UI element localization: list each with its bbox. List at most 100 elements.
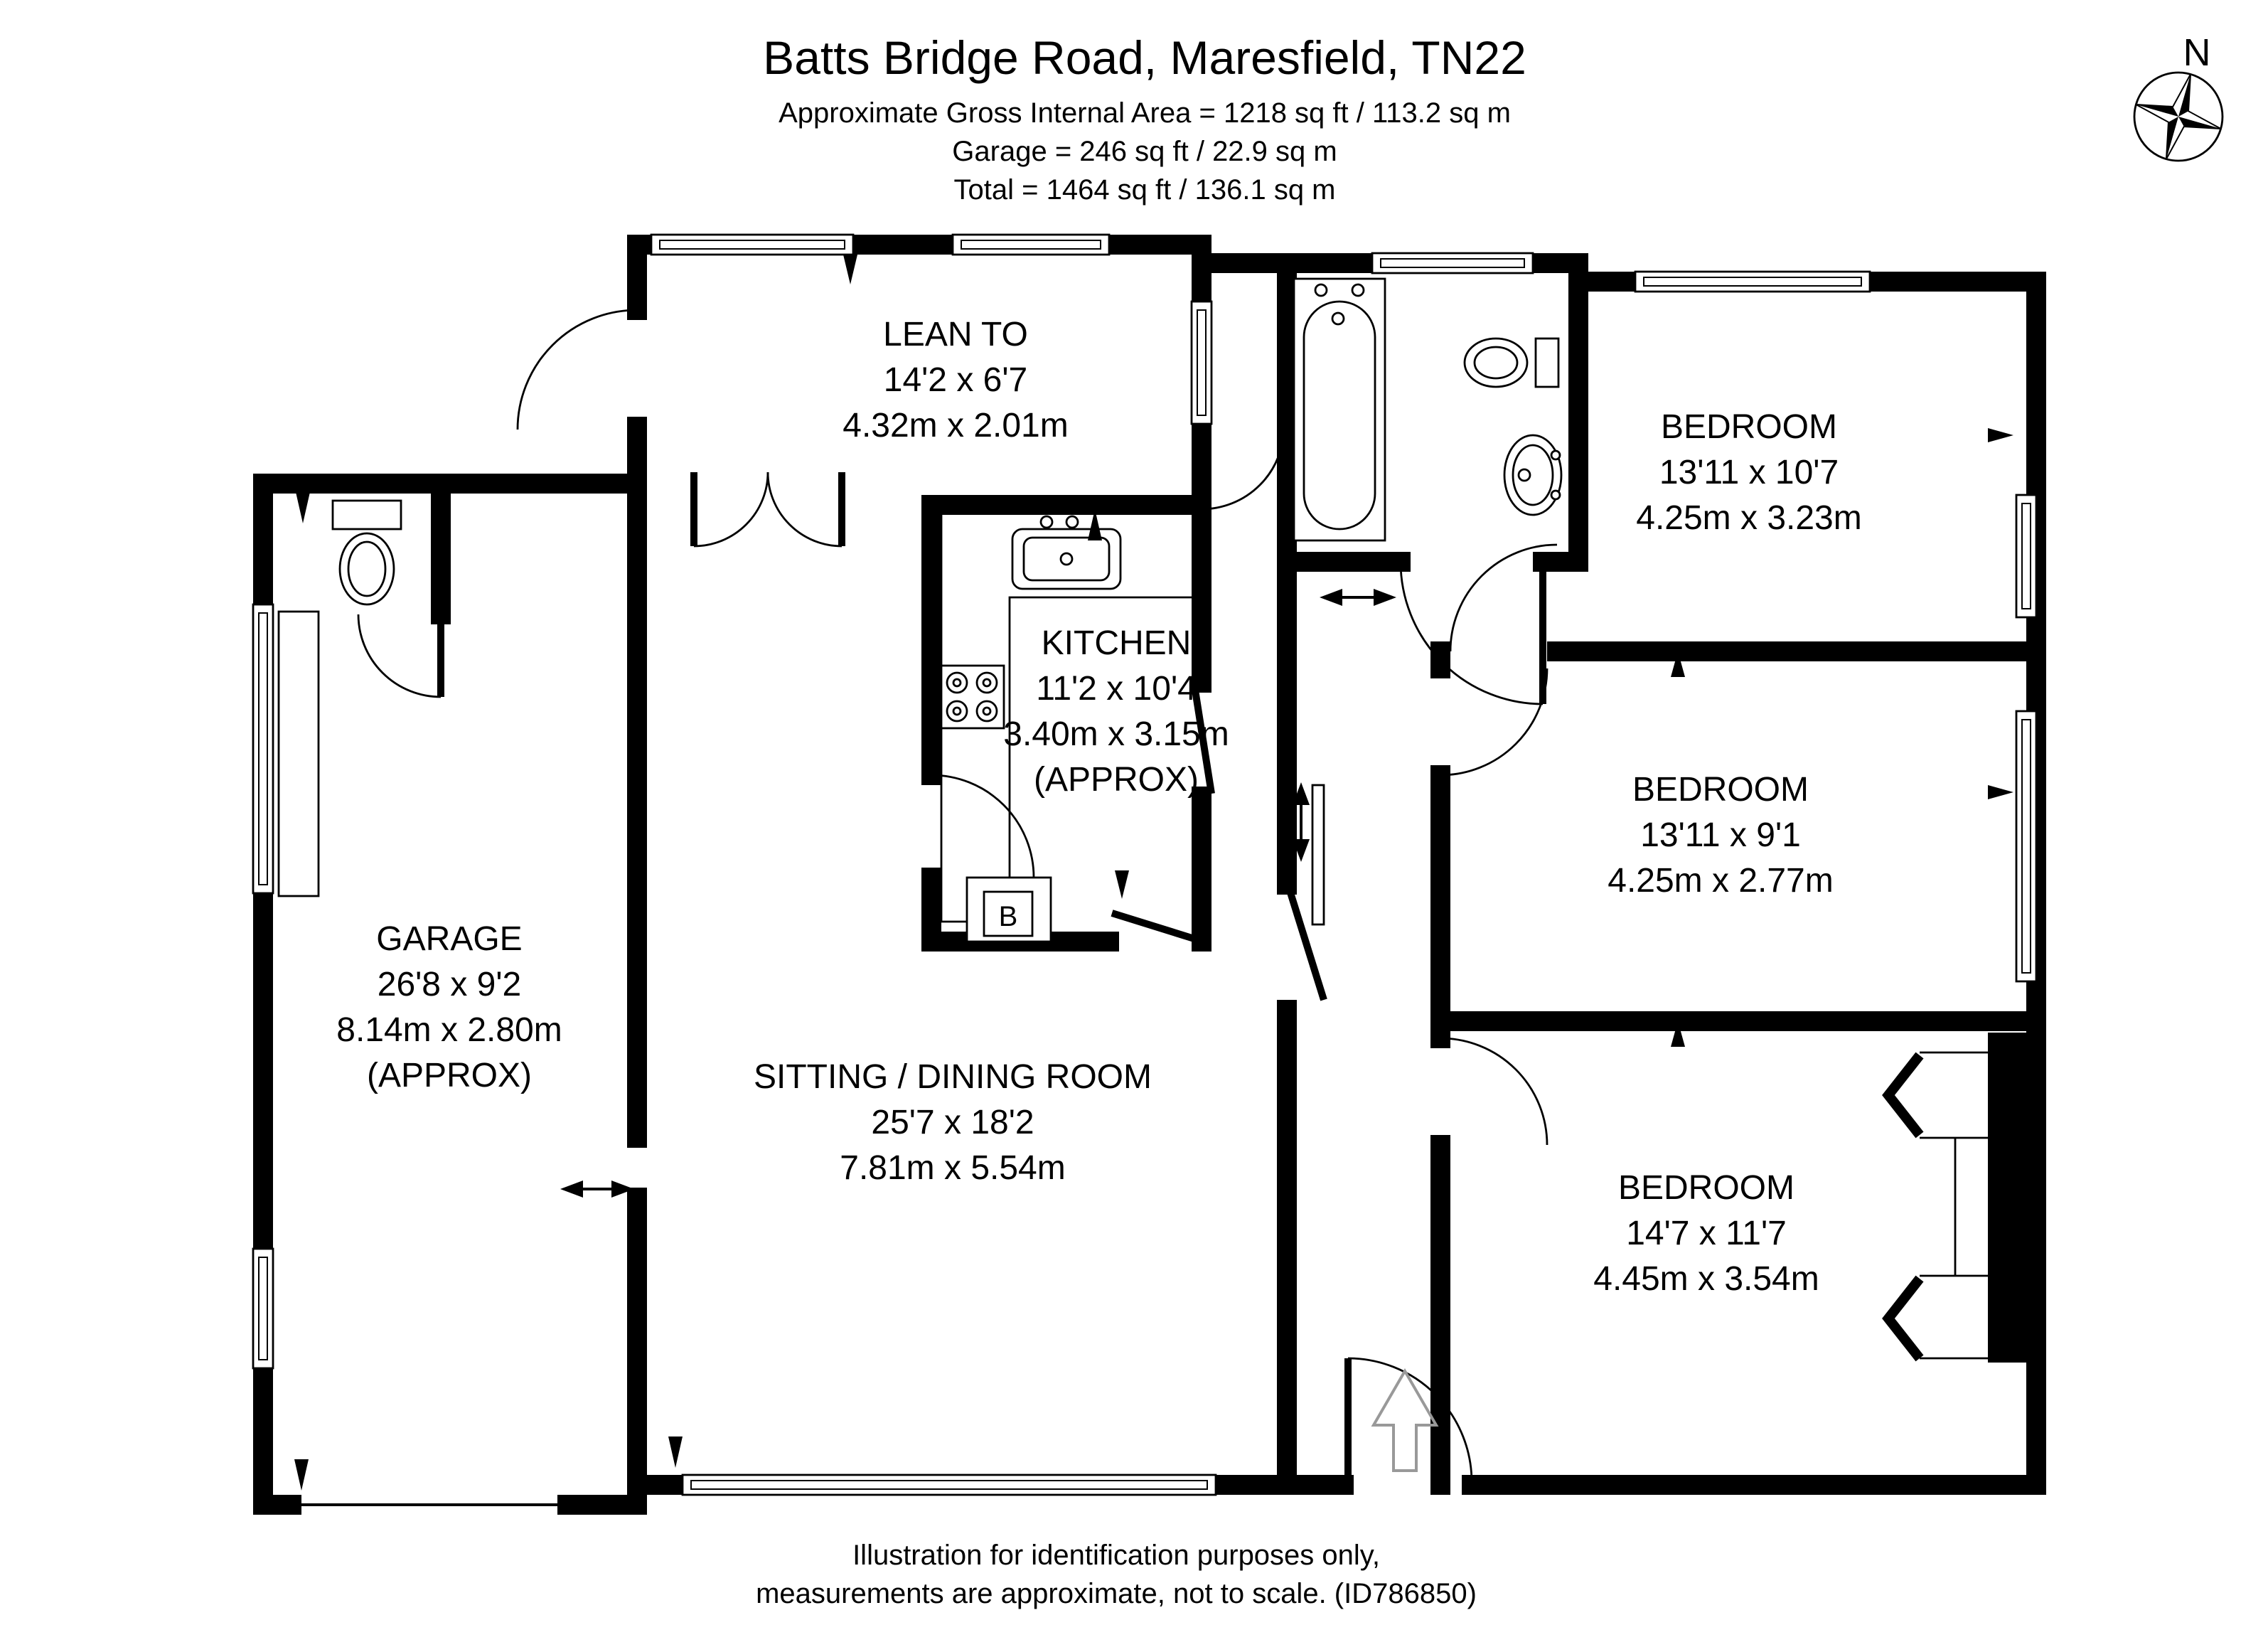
window: [650, 233, 855, 256]
page-title: Batts Bridge Road, Maresfield, TN22: [763, 31, 1526, 84]
door-arc: [1347, 1357, 1473, 1483]
wc-toilet-icon: [331, 499, 402, 606]
gross-internal-area: Approximate Gross Internal Area = 1218 s…: [779, 97, 1511, 129]
room-name: BEDROOM: [1618, 1169, 1794, 1207]
down-arrow-icon: [296, 492, 310, 523]
garage-area: Garage = 246 sq ft / 22.9 sq m: [952, 136, 1337, 167]
room-size-note: (APPROX): [1034, 761, 1199, 799]
compass-star-n: [2178, 74, 2191, 117]
room-size-metric: 8.14m x 2.80m: [336, 1011, 562, 1049]
up-arrow-icon: [1088, 509, 1102, 540]
down-arrow-icon: [1115, 870, 1129, 899]
header: Batts Bridge Road, Maresfield, TN22 Appr…: [763, 31, 1526, 206]
up-arrow-icon: [1671, 651, 1685, 677]
room-name: BEDROOM: [1632, 771, 1809, 809]
down-arrow-icon: [843, 255, 857, 284]
room-size-imperial: 11'2 x 10'4: [1036, 670, 1197, 708]
windows: [252, 233, 2038, 1496]
window: [1371, 252, 1534, 274]
door-arc: [1399, 561, 1544, 705]
footer: Illustration for identification purposes…: [756, 1540, 1477, 1609]
window: [681, 1473, 1217, 1496]
garage-door-opening: [301, 1493, 557, 1516]
hob-icon: [940, 664, 1005, 730]
room-size-metric: 4.25m x 2.77m: [1608, 862, 1833, 900]
room-size-metric: 3.40m x 3.15m: [1003, 715, 1229, 753]
room-size-metric: 7.81m x 5.54m: [840, 1149, 1065, 1187]
window: [252, 1247, 274, 1370]
up-arrow-icon: [1671, 1021, 1685, 1047]
compass-north-label: N: [2183, 31, 2211, 74]
room-label-garage: GARAGE 26'8 x 9'2 8.14m x 2.80m (APPROX): [336, 920, 562, 1094]
door-arc: [931, 774, 1035, 878]
room-size-imperial: 14'7 x 11'7: [1626, 1215, 1787, 1252]
room-size-note: (APPROX): [367, 1057, 532, 1094]
room-label-kitchen: KITCHEN 11'2 x 10'4 3.40m x 3.15m (APPRO…: [1003, 624, 1229, 799]
room-name: SITTING / DINING ROOM: [754, 1058, 1152, 1096]
room-name: GARAGE: [376, 920, 522, 958]
door-leaf: [1286, 889, 1327, 1001]
compass-star-w: [2136, 105, 2178, 117]
toilet-icon: [1463, 337, 1560, 388]
room-size-metric: 4.32m x 2.01m: [843, 407, 1068, 444]
window: [252, 603, 274, 895]
wash-basin-icon: [1503, 434, 1563, 516]
radiator: [1311, 784, 1325, 926]
room-label-bedroom-2: BEDROOM 13'11 x 9'1 4.25m x 2.77m: [1608, 771, 1833, 900]
room-size-imperial: 26'8 x 9'2: [378, 966, 521, 1003]
entrance-arrow-icon: [1371, 1368, 1439, 1472]
room-label-sitting-dining: SITTING / DINING ROOM 25'7 x 18'2 7.81m …: [754, 1058, 1152, 1187]
room-size-imperial: 14'2 x 6'7: [884, 361, 1027, 399]
window: [2015, 494, 2038, 619]
room-size-imperial: 25'7 x 18'2: [871, 1104, 1034, 1141]
doors: [357, 309, 1558, 1483]
fixtures: B: [277, 277, 1988, 1362]
garage-bench: [277, 610, 320, 897]
door-leaf: [1111, 910, 1200, 944]
double-arrow-icon: [1293, 782, 1310, 862]
right-arrow-icon: [1988, 428, 2013, 442]
right-arrow-icon: [1988, 785, 2013, 799]
room-labels: LEAN TO 14'2 x 6'7 4.32m x 2.01m KITCHEN…: [336, 316, 1861, 1298]
window: [2015, 710, 2038, 983]
room-name: BEDROOM: [1661, 408, 1837, 446]
door-arc: [766, 471, 843, 548]
right-arrow-icon: [1988, 1161, 2013, 1175]
door-arc: [357, 614, 442, 698]
total-area: Total = 1464 sq ft / 136.1 sq m: [954, 174, 1336, 206]
down-arrow-icon: [294, 1459, 309, 1491]
arrow-markers: [294, 255, 2013, 1491]
window: [951, 233, 1111, 256]
disclaimer-line-1: Illustration for identification purposes…: [852, 1540, 1380, 1571]
compass-icon: N: [2133, 31, 2224, 162]
door-arc: [1440, 668, 1548, 777]
double-arrow-icon: [1320, 589, 1396, 606]
wardrobe-icon: [1882, 1051, 1988, 1362]
down-arrow-icon: [668, 1437, 683, 1468]
boiler-icon: B: [965, 876, 1052, 943]
double-arrow-icon: [560, 1180, 634, 1198]
window: [1634, 270, 1871, 293]
door-arc: [1440, 1037, 1548, 1146]
room-size-metric: 4.45m x 3.54m: [1593, 1260, 1819, 1298]
compass-star-s: [2166, 117, 2178, 159]
boiler-label: B: [999, 901, 1018, 932]
wardrobe-back-wall: [1988, 1033, 2036, 1363]
disclaimer-line-2: measurements are approximate, not to sca…: [756, 1578, 1477, 1609]
room-label-bedroom-1: BEDROOM 13'11 x 10'7 4.25m x 3.23m: [1636, 408, 1861, 537]
compass-star-e: [2178, 117, 2221, 129]
door-arc: [1201, 426, 1285, 511]
door-arc: [516, 309, 638, 430]
bifold-door: [1882, 1275, 1924, 1362]
bifold-door: [1882, 1052, 1924, 1139]
room-size-imperial: 13'11 x 10'7: [1659, 454, 1839, 491]
kitchen-sink-icon: [1011, 515, 1122, 590]
door-leaf: [1191, 685, 1215, 794]
door-arc: [1449, 543, 1558, 652]
room-size-metric: 4.25m x 3.23m: [1636, 499, 1861, 537]
room-size-imperial: 13'11 x 9'1: [1640, 816, 1801, 854]
compass-circle: [2133, 71, 2224, 162]
room-name: LEAN TO: [883, 316, 1028, 353]
window: [1190, 300, 1213, 425]
